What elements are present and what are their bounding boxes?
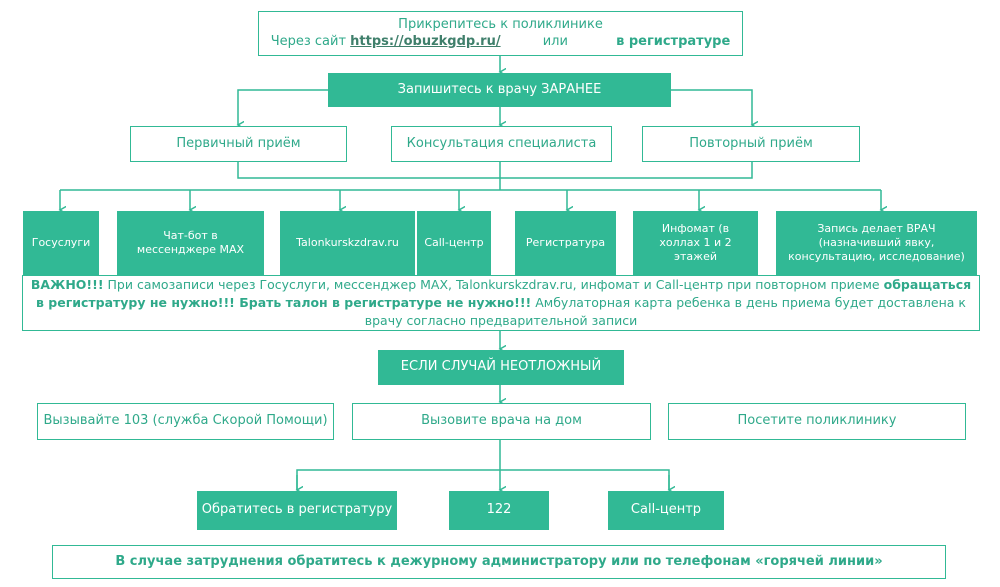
visit-primary: Первичный приём: [130, 126, 347, 162]
channel-doctor: Запись делает ВРАЧ (назначивший явку, ко…: [776, 211, 977, 275]
attach-title: Прикрепитесь к поликлинике: [398, 16, 603, 32]
clinic-site-link[interactable]: https://obuzkgdp.ru/: [350, 33, 501, 49]
via-site-label: Через сайт: [270, 33, 347, 49]
visit-clinic: Посетите поликлинику: [668, 403, 966, 440]
attach-methods: Через сайт https://obuzkgdp.ru/ или в ре…: [271, 34, 731, 51]
important-label: ВАЖНО!!!: [30, 276, 104, 292]
phone-122: 122: [449, 491, 549, 530]
important-part2: Амбулаторная карта ребенка в день приема…: [364, 294, 966, 329]
contact-registry: Обратитесь в регистратуру: [197, 491, 397, 530]
channel-infomat: Инфомат (в холлах 1 и 2 этажей: [633, 211, 758, 275]
channel-registry: Регистратура: [515, 211, 616, 275]
channel-talonkurskzdrav: Talonkurskzdrav.ru: [280, 211, 415, 275]
urgent-case-box: ЕСЛИ СЛУЧАЙ НЕОТЛОЖНЫЙ: [378, 350, 624, 385]
contact-call-center: Call-центр: [608, 491, 724, 530]
visit-repeat: Повторный приём: [642, 126, 860, 162]
call-103: Вызывайте 103 (служба Скорой Помощи): [37, 403, 334, 440]
important-bold: обращаться в регистратуру не нужно!!! Бр…: [36, 276, 972, 310]
attach-clinic-box: Прикрепитесь к поликлинике Через сайт ht…: [258, 11, 743, 56]
channel-max-bot: Чат-бот в мессенджере MAX: [117, 211, 264, 275]
hotline-note: В случае затруднения обратитесь к дежурн…: [52, 545, 946, 579]
visit-specialist: Консультация специалиста: [391, 126, 612, 162]
important-part1: При самозаписи через Госуслуги, мессендж…: [107, 276, 880, 292]
important-note: ВАЖНО!!! При самозаписи через Госуслуги,…: [22, 275, 980, 331]
call-doctor-home: Вызовите врача на дом: [352, 403, 651, 440]
channel-gosuslugi: Госуслуги: [23, 211, 99, 275]
or-label: или: [542, 33, 568, 49]
registry-label: в регистратуре: [616, 33, 731, 49]
important-text: ВАЖНО!!! При самозаписи через Госуслуги,…: [29, 276, 973, 330]
book-in-advance-box: Запишитесь к врачу ЗАРАНЕЕ: [328, 73, 671, 107]
channel-call-center: Call-центр: [417, 211, 491, 275]
